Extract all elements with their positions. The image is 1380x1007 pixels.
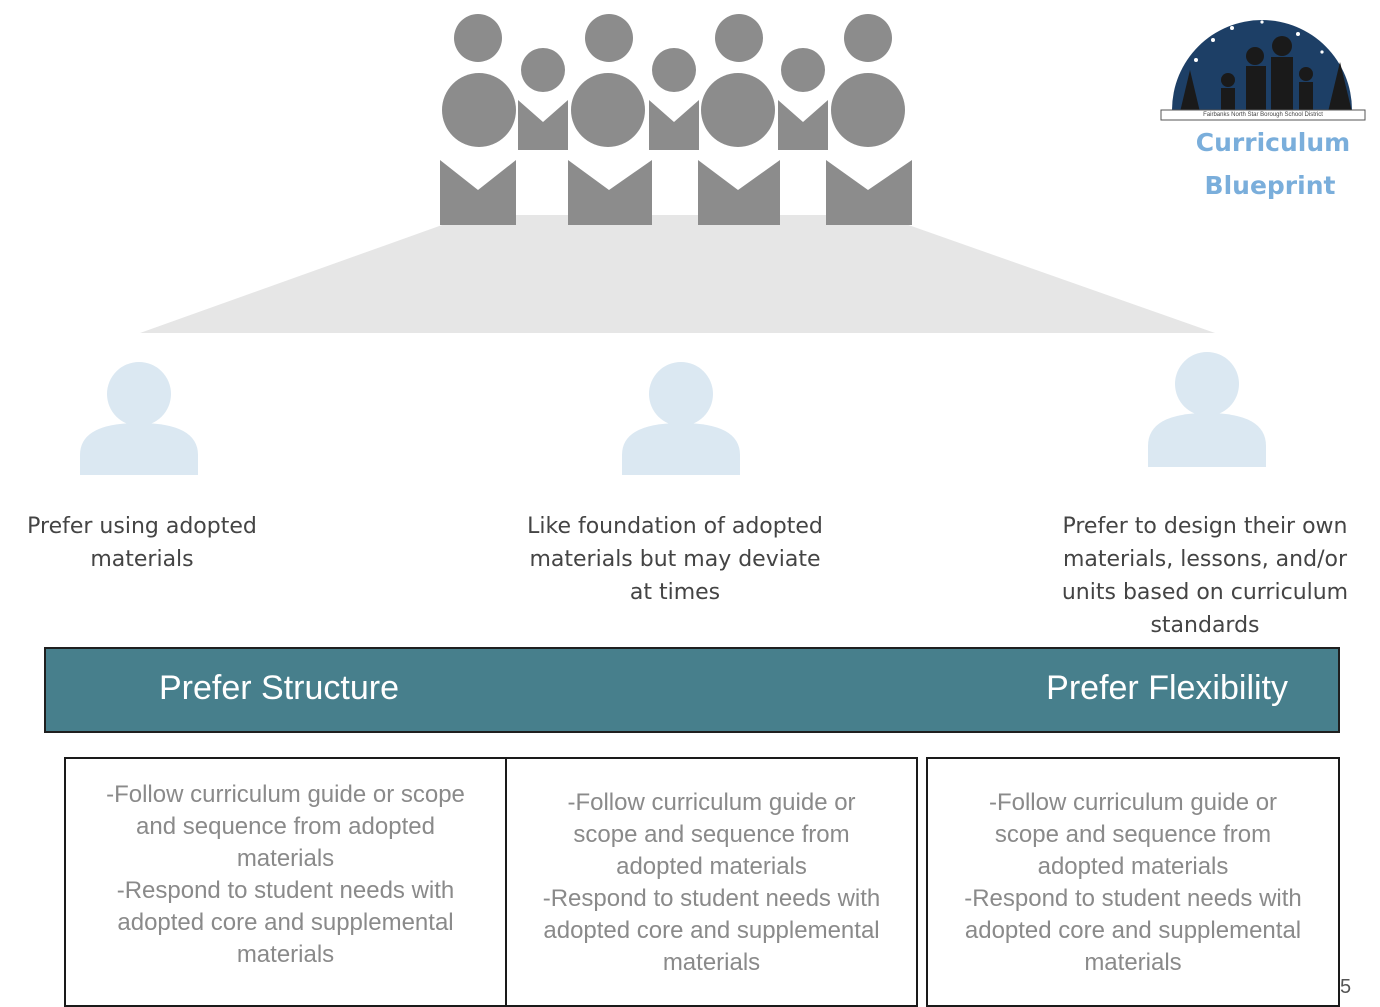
page-number: 5 (1340, 976, 1352, 998)
box-line: adopted core and supplemental (117, 909, 454, 936)
caption-line: Prefer using adopted (27, 514, 257, 539)
box-text: -Follow curriculum guide or scope and se… (515, 787, 908, 979)
teacher-caption-middle: Like foundation of adopted materials but… (490, 510, 860, 609)
box-text: -Follow curriculum guide or scope and se… (936, 787, 1330, 979)
description-box-middle: -Follow curriculum guide or scope and se… (505, 757, 918, 1007)
box-line: materials (236, 845, 335, 872)
box-line: -Respond to student needs with (964, 885, 1302, 912)
caption-line: Prefer to design their own (1062, 514, 1348, 539)
teacher-caption-structure: Prefer using adopted materials (0, 510, 284, 576)
fan-shape (140, 215, 1215, 333)
caption-line: materials, lessons, and/or (1062, 547, 1347, 572)
teacher-icon (80, 362, 198, 475)
prefer-structure-label: Prefer Structure (159, 669, 399, 707)
box-text: -Follow curriculum guide or scope and se… (74, 779, 497, 971)
caption-line: materials (90, 547, 194, 572)
box-line: scope and sequence from (573, 821, 850, 848)
box-line: scope and sequence from (994, 821, 1272, 848)
caption-line: standards (1150, 613, 1260, 638)
box-line: -Respond to student needs with (542, 885, 881, 912)
box-line: adopted materials (1037, 853, 1229, 880)
caption-line: at times (629, 580, 721, 605)
box-line: adopted materials (616, 853, 807, 880)
logo-title-line1: Curriculum (1195, 128, 1351, 157)
box-line: materials (236, 941, 335, 968)
logo-title-line2: Blueprint (1204, 171, 1336, 200)
teacher-icon (1148, 352, 1266, 467)
box-line: -Follow curriculum guide or scope (106, 781, 465, 808)
description-box-flexibility: -Follow curriculum guide or scope and se… (926, 757, 1340, 1007)
box-line: -Follow curriculum guide or (567, 789, 856, 816)
box-line: -Respond to student needs with (116, 877, 455, 904)
caption-line: materials but may deviate (529, 547, 821, 572)
caption-line: Like foundation of adopted (527, 514, 823, 539)
caption-line: units based on curriculum (1061, 580, 1349, 605)
group-of-people-icon (440, 14, 912, 225)
prefer-flexibility-label: Prefer Flexibility (1046, 669, 1288, 707)
box-line: adopted core and supplemental (543, 917, 880, 944)
teacher-caption-flexibility: Prefer to design their own materials, le… (1030, 510, 1380, 642)
box-line: materials (1084, 949, 1182, 976)
logo-tiny-text: Fairbanks North Star Borough School Dist… (1203, 112, 1323, 118)
description-box-structure: -Follow curriculum guide or scope and se… (64, 757, 507, 1007)
structure-flexibility-band: Prefer Structure Prefer Flexibility (44, 647, 1340, 733)
box-line: adopted core and supplemental (964, 917, 1302, 944)
district-logo (1160, 20, 1366, 121)
box-line: -Follow curriculum guide or (988, 789, 1278, 816)
box-line: materials (662, 949, 761, 976)
teacher-icon (622, 362, 740, 475)
box-line: and sequence from adopted (136, 813, 435, 840)
